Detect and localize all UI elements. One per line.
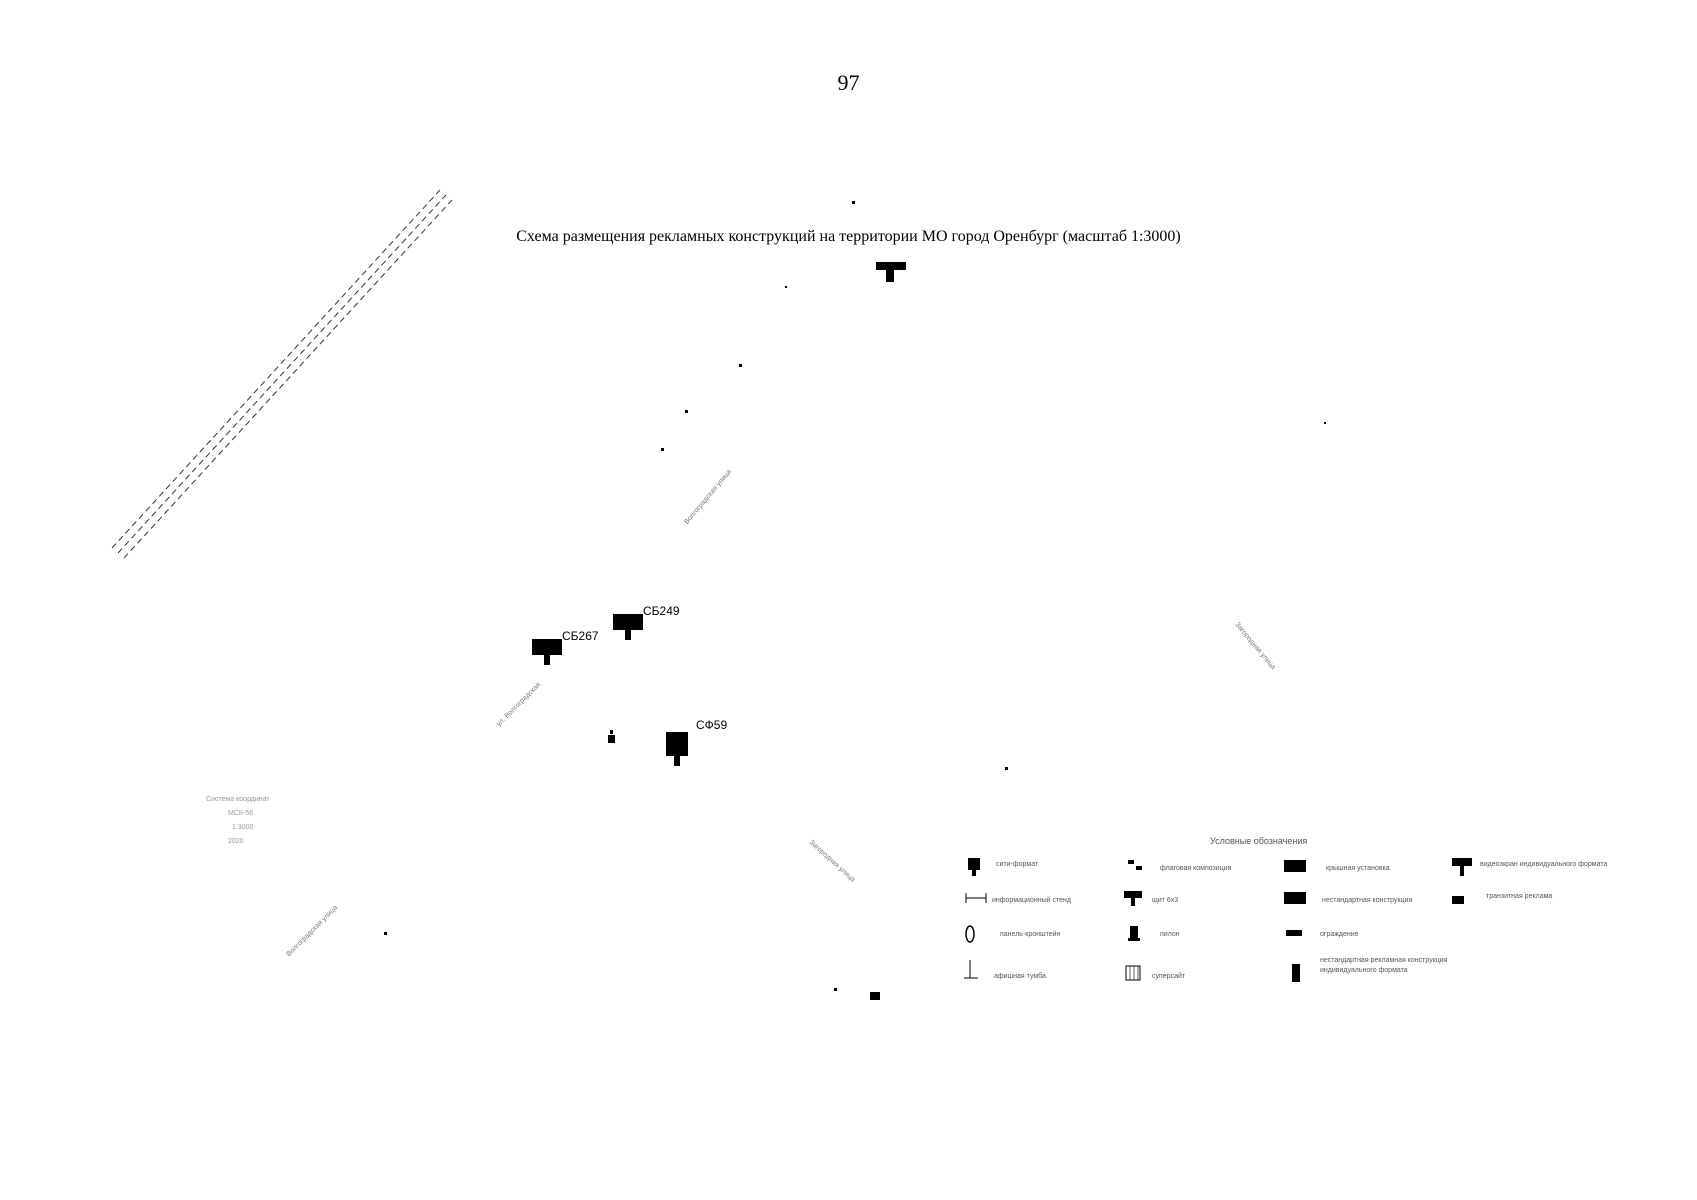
- legend-label: афишная тумба: [994, 973, 1046, 980]
- legend-label: информационный стенд: [992, 897, 1071, 904]
- coords-line: Система координат: [206, 796, 270, 803]
- map-title: Схема размещения рекламных конструкций н…: [516, 228, 1181, 245]
- legend-label: панель-кронштейн: [1000, 931, 1061, 938]
- coords-line: 2020: [228, 838, 244, 845]
- marker-label-sb249: СБ249: [643, 604, 680, 618]
- legend-label: нестандартная рекламная конструкция инди…: [1320, 957, 1448, 974]
- legend-label: сити-формат: [996, 861, 1039, 868]
- legend-label: крышная установка: [1326, 865, 1390, 872]
- legend-label: транзитная реклама: [1486, 893, 1553, 900]
- legend-label: пилон: [1160, 931, 1180, 938]
- legend-icons: [964, 858, 1472, 982]
- marker-sf59[interactable]: [666, 732, 688, 766]
- marker-top: [876, 262, 906, 282]
- marker-sb267[interactable]: [532, 639, 562, 665]
- small-marker: [608, 730, 615, 743]
- legend-label: видеоэкран индивидуального формата: [1480, 861, 1608, 868]
- legend-label: флаговая композиция: [1160, 865, 1232, 872]
- envelope-marker: [870, 992, 880, 1000]
- legend-label: суперсайт: [1152, 973, 1186, 980]
- coords-line: 1:3000: [232, 824, 254, 831]
- coords-line: МСК-56: [228, 810, 254, 817]
- legend-label: нестандартная конструкция: [1322, 897, 1413, 904]
- legend-title: Условные обозначения: [1210, 836, 1308, 846]
- legend-label: щит 6x3: [1152, 897, 1179, 904]
- boundary-line: [111, 189, 453, 559]
- map-dots: [384, 201, 1326, 991]
- marker-sb249[interactable]: [613, 614, 643, 640]
- page-number: 97: [837, 70, 860, 95]
- marker-label-sb267: СБ267: [562, 629, 599, 643]
- legend-label: ограждение: [1320, 931, 1359, 938]
- marker-label-sf59: СФ59: [696, 718, 728, 732]
